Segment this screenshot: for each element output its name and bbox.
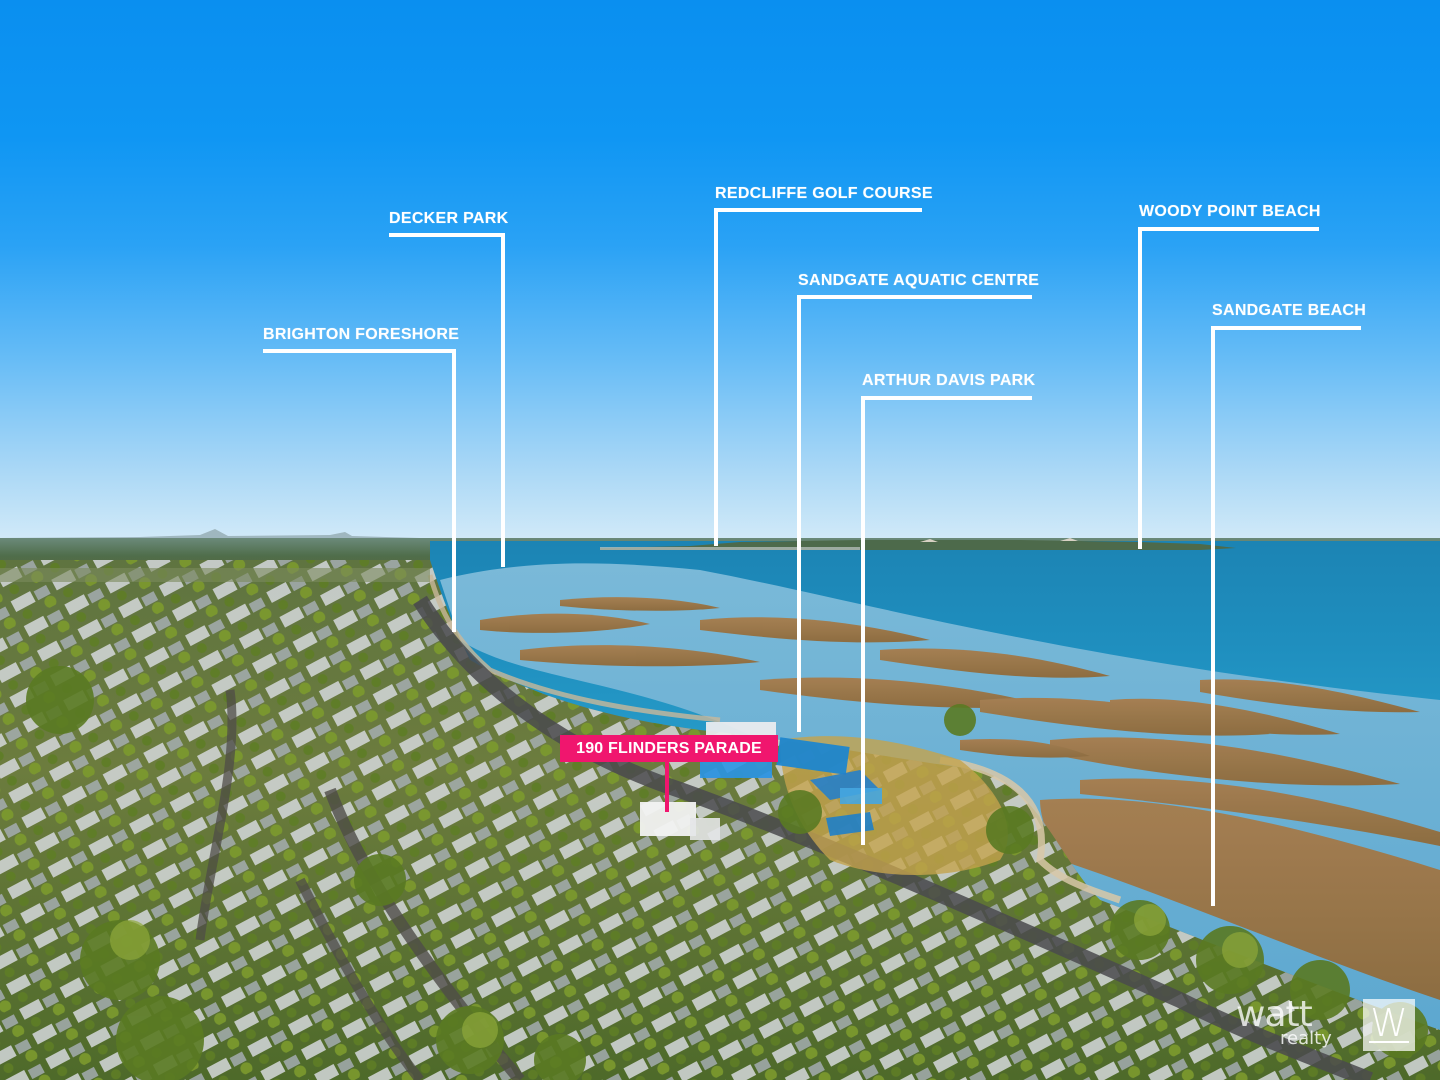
callout-label-sandgate-aquatic-centre: SANDGATE AQUATIC CENTRE — [798, 272, 1040, 289]
callout-label-sandgate-beach: SANDGATE BEACH — [1212, 302, 1367, 319]
redcliffe-peninsula — [600, 538, 1236, 550]
logo-monogram-box: W — [1363, 999, 1415, 1051]
callout-label-woody-point-beach: WOODY POINT BEACH — [1139, 203, 1321, 220]
callout-label-brighton-foreshore: BRIGHTON FORESHORE — [263, 326, 460, 343]
brand-logo: watt realty W — [1236, 994, 1415, 1054]
callout-label-arthur-davis-park: ARTHUR DAVIS PARK — [862, 372, 1036, 389]
logo-monogram: W — [1370, 1001, 1408, 1045]
subject-property-label: 190 FLINDERS PARADE — [560, 735, 778, 762]
logo-wordmark: watt — [1236, 994, 1313, 1035]
logo-subtitle: realty — [1280, 1028, 1332, 1049]
callout-label-decker-park: DECKER PARK — [389, 210, 509, 227]
callout-label-redcliffe-golf-course: REDCLIFFE GOLF COURSE — [715, 185, 933, 202]
sky — [0, 0, 1440, 545]
logo-underline — [1369, 1041, 1409, 1043]
